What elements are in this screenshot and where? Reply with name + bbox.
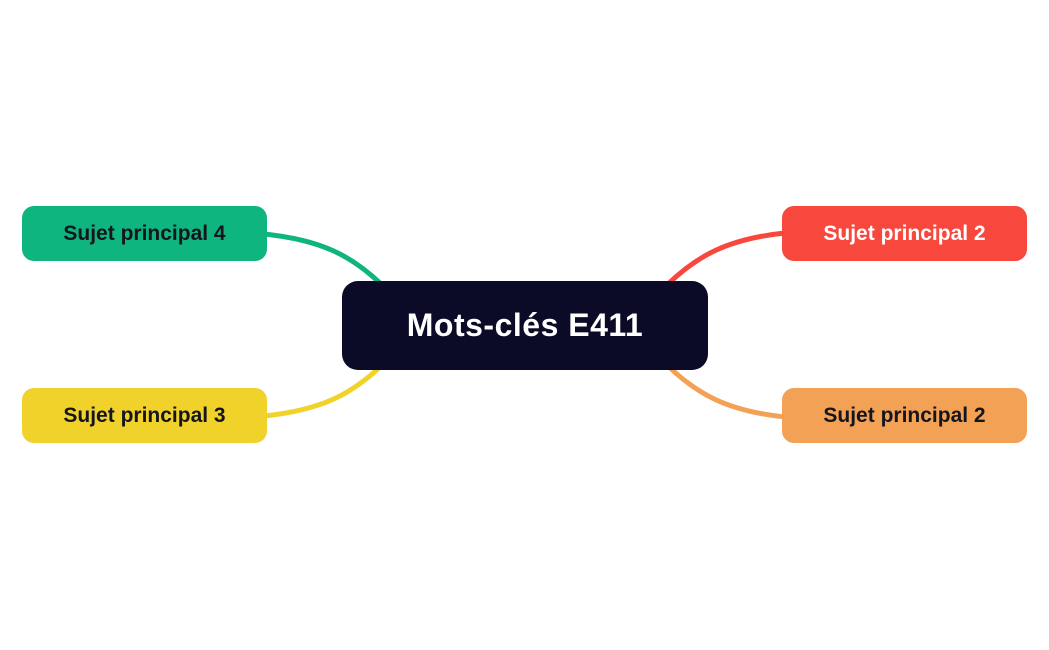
branch-label-top-right: Sujet principal 2 [823,221,986,245]
connector-top-left [261,231,385,288]
branch-label-top-left: Sujet principal 4 [63,221,226,245]
connector-top-right [664,230,788,288]
root-topic-node[interactable]: Mots-clés E411 [342,281,708,370]
branch-node-top-right[interactable]: Sujet principal 2 [782,206,1027,261]
root-topic-label: Mots-clés E411 [406,307,644,343]
branch-node-bottom-left[interactable]: Sujet principal 3 [22,388,267,443]
branch-label-bottom-left: Sujet principal 3 [63,403,226,427]
branch-label-bottom-right: Sujet principal 2 [823,403,986,427]
connector-bottom-right [664,362,788,420]
connector-bottom-left [261,362,385,419]
branch-node-bottom-right[interactable]: Sujet principal 2 [782,388,1027,443]
branch-node-top-left[interactable]: Sujet principal 4 [22,206,267,261]
